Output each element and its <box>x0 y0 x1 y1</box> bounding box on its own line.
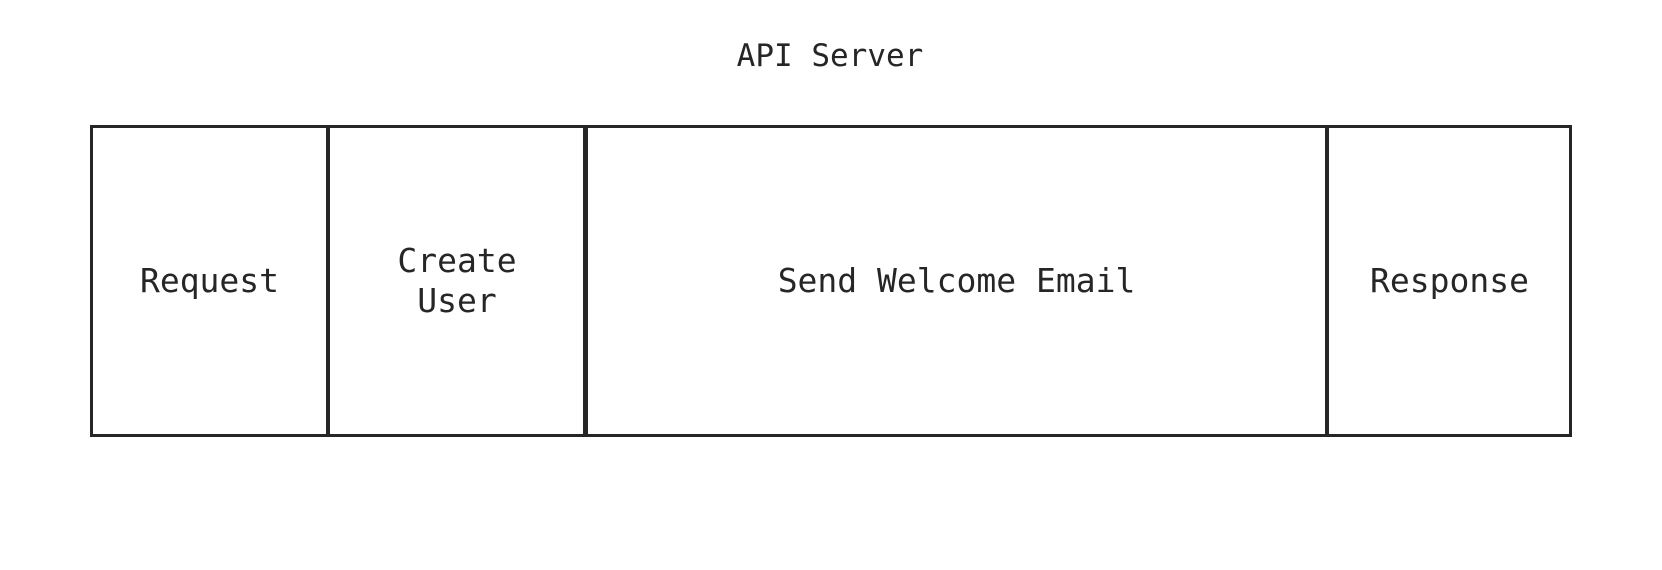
segment-request[interactable]: Request <box>93 128 326 434</box>
segment-response[interactable]: Response <box>1330 128 1569 434</box>
page-title: API Server <box>0 36 1662 76</box>
segment-create-user-label: Create User <box>397 241 517 320</box>
segment-create-user[interactable]: Create User <box>331 128 583 434</box>
api-server-bar: Request Create User Send Welcome Email R… <box>90 125 1572 437</box>
segment-divider-1 <box>326 128 330 434</box>
segment-send-welcome-email-label: Send Welcome Email <box>777 261 1136 300</box>
segment-response-label: Response <box>1370 261 1529 300</box>
segment-request-label: Request <box>139 261 280 300</box>
page-title-text: API Server <box>736 38 924 74</box>
segment-divider-2 <box>583 128 588 434</box>
segment-divider-3 <box>1325 128 1329 434</box>
segment-send-welcome-email[interactable]: Send Welcome Email <box>588 128 1325 434</box>
